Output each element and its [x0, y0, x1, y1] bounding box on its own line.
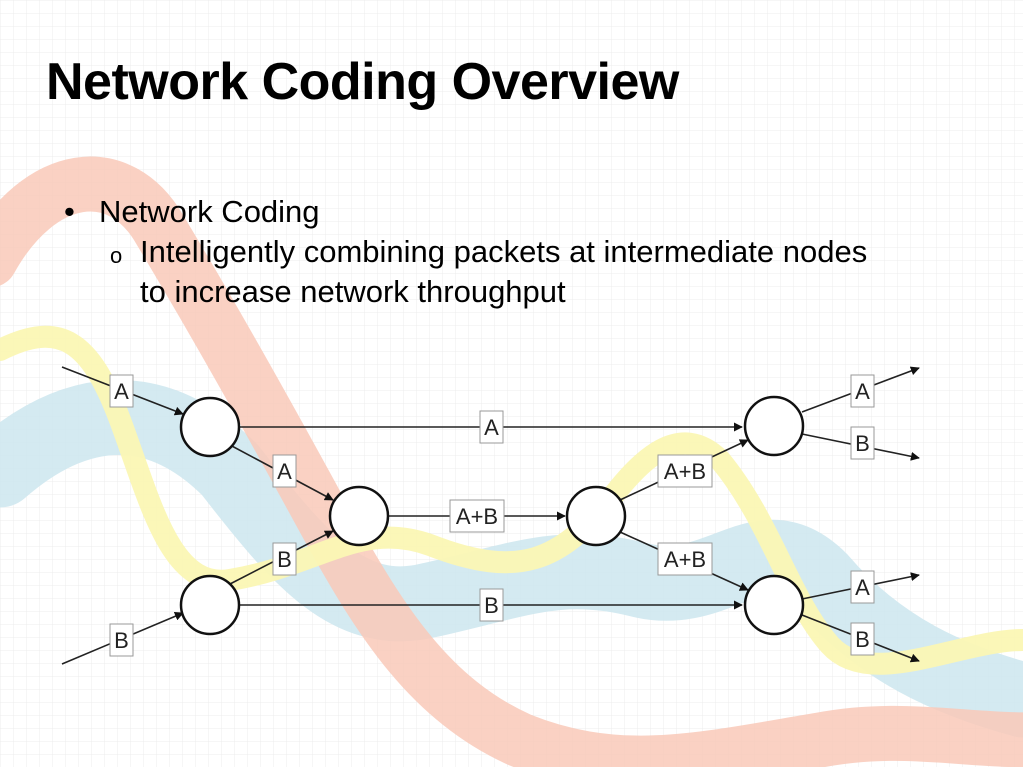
bullet-marker: •	[64, 194, 75, 229]
node-sink-bottom	[743, 574, 805, 636]
label-bottom-direct: B	[479, 588, 504, 622]
label-out-top-b: B	[850, 426, 875, 460]
label-to-top-right: A+B	[657, 454, 713, 488]
label-to-bottom-right-text: A+B	[664, 547, 706, 572]
node-coding	[328, 485, 390, 547]
label-input-a: A	[109, 374, 134, 408]
label-to-top-right-text: A+B	[664, 459, 706, 484]
label-out-bottom-b: B	[850, 622, 875, 656]
bullet-item: • Network Coding	[64, 194, 320, 230]
label-top-to-mid: A	[272, 454, 297, 488]
label-out-bottom-a: A	[850, 570, 875, 604]
label-out-top-b-text: B	[855, 431, 870, 456]
yellow-wave	[0, 325, 1023, 675]
label-out-bottom-a-text: A	[855, 575, 870, 600]
label-out-top-a: A	[850, 374, 875, 408]
bullet-text: Network Coding	[99, 194, 320, 229]
label-input-b-text: B	[114, 628, 129, 653]
label-top-direct-text: A	[484, 415, 499, 440]
label-top-to-mid-text: A	[277, 459, 292, 484]
label-top-direct: A	[479, 410, 504, 444]
label-out-bottom-b-text: B	[855, 627, 870, 652]
node-sink-top	[743, 395, 805, 457]
label-to-bottom-right: A+B	[657, 542, 713, 576]
sub-bullet-line-1: Intelligently combining packets at inter…	[140, 234, 868, 269]
label-input-b: B	[109, 623, 134, 657]
label-mid-link: A+B	[449, 499, 505, 533]
node-relay	[565, 485, 627, 547]
salmon-wave	[0, 156, 1023, 767]
slide-title: Network Coding Overview	[46, 53, 679, 111]
label-bottom-to-mid: B	[272, 542, 297, 576]
label-bottom-to-mid-text: B	[277, 547, 292, 572]
sub-bullet-marker: o	[110, 243, 123, 268]
label-mid-link-text: A+B	[456, 504, 498, 529]
label-out-top-a-text: A	[855, 379, 870, 404]
node-source-b	[179, 574, 241, 636]
sub-bullet-item: o Intelligently combining packets at int…	[110, 232, 867, 312]
label-bottom-direct-text: B	[484, 593, 499, 618]
node-source-a	[179, 396, 241, 458]
sub-bullet-line-2: to increase network throughput	[140, 274, 566, 309]
label-input-a-text: A	[114, 379, 129, 404]
